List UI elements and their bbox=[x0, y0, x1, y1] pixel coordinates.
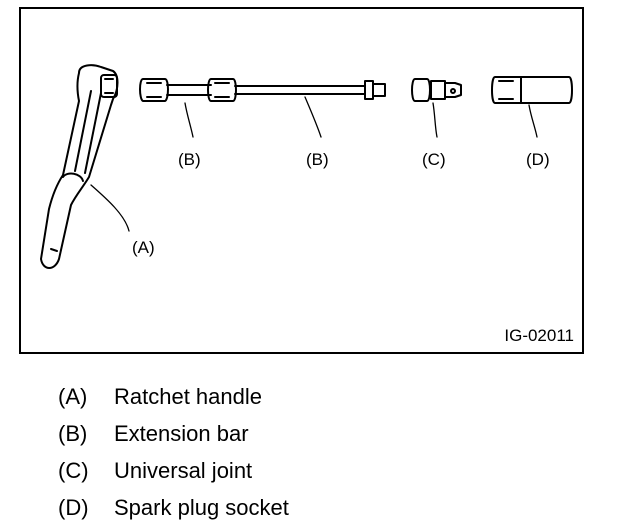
legend-key: (A) bbox=[58, 384, 88, 409]
callout-b-right: (B) bbox=[306, 150, 329, 169]
legend-key: (D) bbox=[58, 495, 89, 520]
callout-b-left: (B) bbox=[178, 150, 201, 169]
legend-text: Spark plug socket bbox=[114, 495, 289, 520]
tools-illustration bbox=[40, 64, 573, 269]
legend-text: Ratchet handle bbox=[114, 384, 262, 409]
ratchet-handle-drawing bbox=[40, 64, 119, 269]
legend-key: (B) bbox=[58, 421, 88, 446]
callout-d: (D) bbox=[526, 150, 550, 169]
legend-item-d: (D) Spark plug socket bbox=[58, 495, 289, 521]
extension-bar-drawing bbox=[139, 78, 386, 102]
leader-lines bbox=[90, 96, 538, 232]
callout-a: (A) bbox=[132, 238, 155, 257]
spark-plug-socket-drawing bbox=[491, 76, 573, 104]
legend-item-b: (B) Extension bar bbox=[58, 421, 249, 447]
legend-text: Universal joint bbox=[114, 458, 253, 483]
legend-item-c: (C) Universal joint bbox=[58, 458, 252, 484]
callout-c: (C) bbox=[422, 150, 446, 169]
universal-joint-drawing bbox=[411, 78, 462, 102]
legend-text: Extension bar bbox=[114, 421, 249, 446]
figure-frame: (A) (B) (B) (C) (D) IG-02011 bbox=[19, 7, 584, 354]
figure-id-label: IG-02011 bbox=[504, 326, 574, 345]
legend-key: (C) bbox=[58, 458, 89, 483]
legend-item-a: (A) Ratchet handle bbox=[58, 384, 262, 410]
